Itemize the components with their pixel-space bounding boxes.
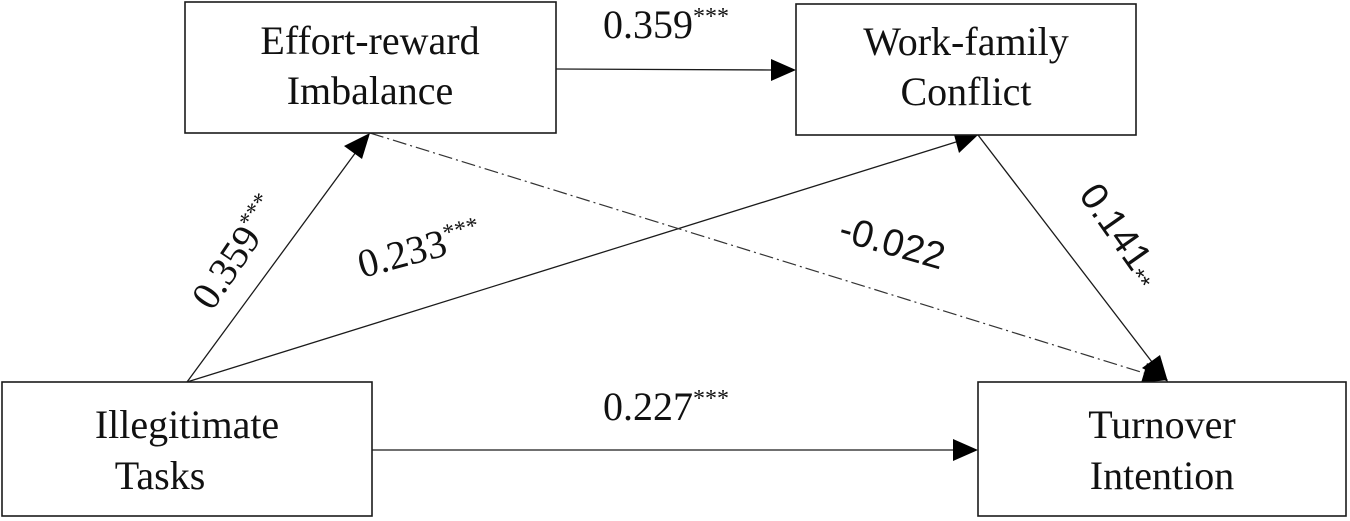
arrowhead-workfamily-bottom — [953, 131, 978, 153]
node-label-line1: Work-family — [863, 19, 1069, 64]
arrowhead-turnover-top — [1142, 355, 1168, 382]
coef-effort-to-turnover-group: -0.022 — [835, 208, 950, 278]
node-box — [977, 381, 1347, 517]
coef-tasks-to-effort: 0.359*** — [182, 187, 290, 317]
node-box — [1, 381, 373, 517]
coef-effort-to-turnover: -0.022 — [835, 208, 950, 278]
coef-value: 0.233 — [353, 220, 452, 287]
coef-workfamily-to-turnover: 0.141** — [1068, 176, 1170, 295]
edge-workfamily-to-turnover — [977, 134, 1153, 363]
coef-value: 0.141 — [1071, 176, 1160, 278]
node-effort-reward-imbalance: Effort-reward Imbalance — [184, 1, 557, 134]
node-label-line2: Tasks — [115, 453, 206, 498]
edge-effort-to-workfamily — [555, 68, 773, 71]
node-work-family-conflict: Work-family Conflict — [795, 3, 1137, 136]
coef-tasks-to-effort-group: 0.359*** — [182, 187, 290, 318]
coef-tasks-to-workfamily-group: 0.233*** — [353, 211, 486, 287]
arrowhead-workfamily-left — [771, 59, 796, 81]
coef-value: 0.227 — [603, 384, 693, 429]
node-box — [184, 1, 557, 134]
arrowhead-effort-bottom — [344, 133, 370, 159]
node-illegitimate-tasks: Illegitimate Tasks — [1, 381, 373, 517]
coef-significance: *** — [693, 386, 729, 412]
edge-tasks-to-effort — [186, 151, 357, 383]
coef-value: 0.359 — [182, 217, 270, 317]
node-label-line1: Turnover — [1088, 402, 1235, 447]
node-label-line2: Imbalance — [287, 68, 454, 113]
coef-effort-to-workfamily: 0.359*** — [603, 2, 729, 47]
node-turnover-intention: Turnover Intention — [977, 381, 1347, 517]
arrowhead-turnover-left — [953, 439, 978, 461]
edge-effort-to-turnover — [369, 132, 1145, 374]
coef-significance: *** — [693, 4, 729, 30]
coef-significance: *** — [440, 213, 482, 247]
coef-value: 0.359 — [603, 2, 693, 47]
node-box — [795, 3, 1137, 136]
node-label-line1: Illegitimate — [95, 402, 279, 447]
node-label-line2: Intention — [1090, 453, 1234, 498]
coef-tasks-to-workfamily: 0.233*** — [353, 211, 486, 287]
coef-workfamily-to-turnover-group: 0.141** — [1068, 176, 1170, 295]
coef-tasks-to-turnover: 0.227*** — [603, 384, 729, 429]
edge-tasks-to-workfamily — [186, 141, 957, 383]
node-label-line1: Effort-reward — [260, 18, 479, 63]
node-label-line2: Conflict — [900, 69, 1031, 114]
